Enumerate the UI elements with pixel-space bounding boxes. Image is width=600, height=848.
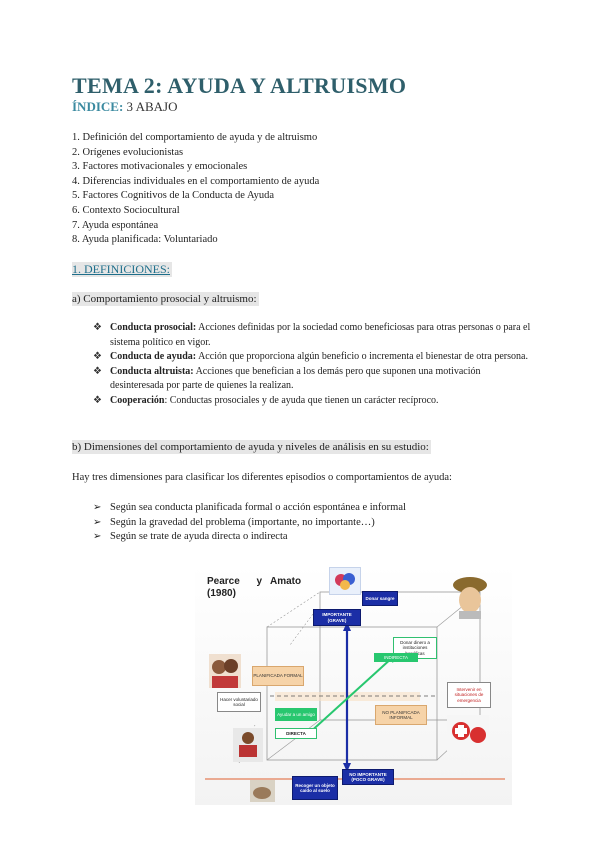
definition-term: Cooperación [110, 394, 165, 406]
diamond-bullet-icon: ❖ [93, 365, 102, 377]
portrait-icon [453, 577, 487, 619]
toc-item: 7. Ayuda espontánea [72, 219, 159, 231]
definition-text: Acciones que benefician a los demás pero… [110, 365, 481, 392]
definition-term: Conducta prosocial: [110, 322, 197, 333]
subsection-heading-a: a) Comportamiento prosocial y altruismo: [72, 292, 259, 306]
label-recoger: Recoger un objeto caído al suelo [292, 776, 338, 800]
diamond-bullet-icon: ❖ [93, 351, 102, 363]
severity-axis-arrow-up-icon [343, 622, 351, 631]
fallen-object-image [250, 780, 275, 802]
list-item: ➢ Según se trate de ayuda directa o indi… [93, 530, 406, 545]
hands-logo-image [329, 567, 361, 595]
arrow-bullet-icon: ➢ [93, 516, 102, 528]
diamond-bullet-icon: ❖ [93, 322, 102, 333]
label-donar-sangre: Donar sangre [362, 591, 398, 606]
list-item: ➢ Según sea conducta planificada formal … [93, 501, 406, 516]
label-planificada-formal: PLANIFICADA FORMAL [252, 666, 304, 686]
subsection-heading-b-text: b) Dimensiones del comportamiento de ayu… [72, 440, 431, 454]
label-importante: IMPORTANTE (GRAVE) [313, 609, 361, 626]
volunteer-photo-image [233, 728, 263, 762]
diagram-title-line: Pearce y Amato [207, 576, 302, 587]
cube-edge [266, 719, 321, 761]
label-no-planificada: NO PLANIFICADA INFORMAL [375, 705, 427, 725]
severity-axis-arrow-down-icon [343, 763, 351, 772]
label-intervenir: Intervenir en situaciones de emergencia [447, 682, 491, 708]
toc-item: 1. Definición del comportamiento de ayud… [72, 132, 318, 143]
red-cross-icon [452, 722, 486, 743]
elder-man-image [451, 575, 489, 619]
emergency-rescue-image [447, 715, 489, 751]
subsection-heading-b: b) Dimensiones del comportamiento de ayu… [72, 440, 431, 454]
dimension-text: Según se trate de ayuda directa o indire… [110, 531, 288, 543]
toc-item: 3. Factores motivacionales y emocionales [72, 161, 248, 173]
list-item: ❖ Conducta de ayuda: Acción que proporci… [93, 350, 533, 365]
dimension-text: Según sea conducta planificada formal o … [110, 502, 406, 513]
diamond-bullet-icon: ❖ [93, 394, 102, 406]
label-ayudar-amigo: Ayudar a un amigo [275, 708, 317, 721]
cube-front-face [266, 626, 438, 761]
hands-icon [335, 573, 355, 590]
list-item: ➢ Según la gravedad del problema (import… [93, 516, 406, 531]
dimensions-list: ➢ Según sea conducta planificada formal … [93, 501, 406, 545]
definition-text: Acciones definidas por la sociedad como … [110, 322, 531, 348]
children-image [209, 654, 241, 688]
hand-object-icon [253, 787, 271, 799]
document-title: TEMA 2: AYUDA Y ALTRUISMO [72, 73, 407, 98]
toc-item: 8. Ayuda planificada: Voluntariado [72, 234, 218, 246]
table-of-contents: 1. Definición del comportamiento de ayud… [72, 131, 319, 248]
label-no-importante: NO IMPORTANTE (POCO GRAVE) [342, 769, 394, 785]
toc-item: 5. Factores Cognitivos de la Conducta de… [72, 190, 275, 202]
section-heading-definitions: 1. DEFINICIONES: [72, 262, 172, 277]
index-value: 3 ABAJO [126, 99, 178, 114]
toc-item: 2. Orígenes evolucionistas [72, 146, 184, 158]
list-item: ❖ Conducta altruista: Acciones que benef… [93, 365, 533, 394]
label-directa: DIRECTA [275, 728, 317, 739]
list-item: ❖ Conducta prosocial: Acciones definidas… [93, 321, 533, 350]
pearce-amato-diagram: Pearce y Amato (1980) Donar sangre IMPOR… [195, 565, 512, 805]
index-line: ÍNDICE: 3 ABAJO [72, 99, 177, 115]
arrow-bullet-icon: ➢ [93, 502, 102, 513]
directness-axis [306, 656, 394, 736]
dimension-text: Según la gravedad del problema (importan… [110, 516, 375, 528]
leader-line [289, 613, 314, 646]
definition-text: : Conductas prosociales y de ayuda que t… [164, 394, 439, 406]
definition-term: Conducta altruista: [110, 365, 194, 377]
definitions-list: ❖ Conducta prosocial: Acciones definidas… [93, 321, 533, 409]
arrow-bullet-icon: ➢ [93, 531, 102, 543]
label-indirecta: INDIRECTA [374, 653, 418, 662]
children-icon [212, 659, 238, 688]
label-voluntariado: Hacer voluntariado social [217, 692, 261, 712]
section-heading-text: 1. DEFINICIONES: [72, 262, 172, 277]
index-label: ÍNDICE: [72, 99, 124, 114]
diagram-title: Pearce y Amato (1980) [207, 576, 301, 600]
diagram-title-line: (1980) [207, 588, 236, 599]
toc-item: 4. Diferencias individuales en el compor… [72, 175, 320, 187]
definition-text: Acción que proporciona algún beneficio o… [196, 351, 528, 363]
cube-edge [266, 591, 321, 628]
list-item: ❖ Cooperación: Conductas prosociales y d… [93, 394, 533, 409]
subsection-heading-a-text: a) Comportamiento prosocial y altruismo: [72, 292, 259, 306]
volunteer-icon [239, 732, 257, 757]
definition-term: Conducta de ayuda: [110, 351, 197, 363]
dimensions-intro: Hay tres dimensiones para clasificar los… [72, 472, 452, 483]
toc-item: 6. Contexto Sociocultural [72, 204, 180, 216]
